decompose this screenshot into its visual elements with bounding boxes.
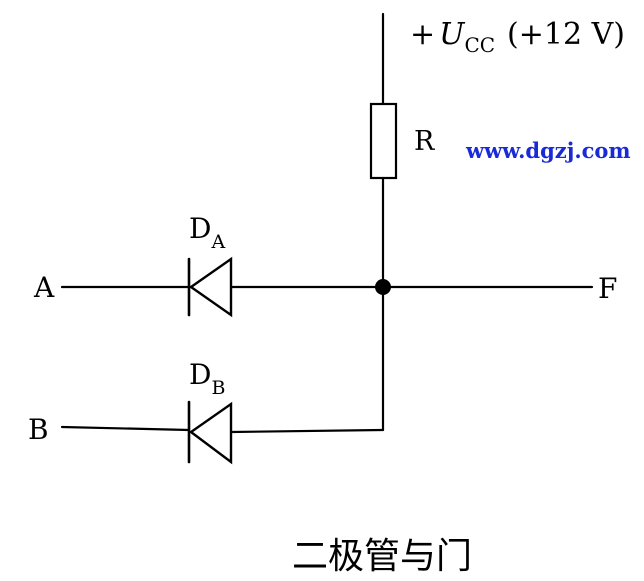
figure-caption: 二极管与门 bbox=[292, 536, 472, 577]
diode-a-label: DA bbox=[189, 212, 225, 253]
terminal-a-label: A bbox=[33, 271, 55, 304]
diode-b-triangle bbox=[188, 401, 233, 465]
supply-label: +UCC (+12 V) bbox=[410, 17, 625, 57]
diode-b bbox=[187, 400, 233, 465]
diode-b-subscript: B bbox=[211, 377, 225, 399]
diode-a-subscript: A bbox=[210, 231, 225, 253]
junction-node bbox=[375, 279, 391, 295]
supply-plus: + bbox=[410, 17, 435, 52]
resistor-r bbox=[369, 102, 398, 180]
diode-b-label: DB bbox=[189, 358, 225, 399]
terminal-f-label: F bbox=[598, 272, 617, 305]
diode-a-letter: D bbox=[189, 212, 211, 245]
supply-symbol: U bbox=[439, 17, 466, 52]
supply-value: (+12 V) bbox=[507, 17, 625, 52]
diode-a-triangle bbox=[188, 256, 233, 318]
diode-b-letter: D bbox=[189, 358, 211, 391]
resistor-label: R bbox=[414, 126, 435, 157]
watermark-url: www.dgzj.com bbox=[465, 138, 631, 163]
terminal-b-label: B bbox=[28, 413, 49, 446]
input-b-wire bbox=[60, 425, 191, 432]
diode-a bbox=[187, 256, 233, 318]
supply-subscript: CC bbox=[464, 33, 495, 57]
diode-b-to-corner-wire bbox=[229, 428, 385, 434]
